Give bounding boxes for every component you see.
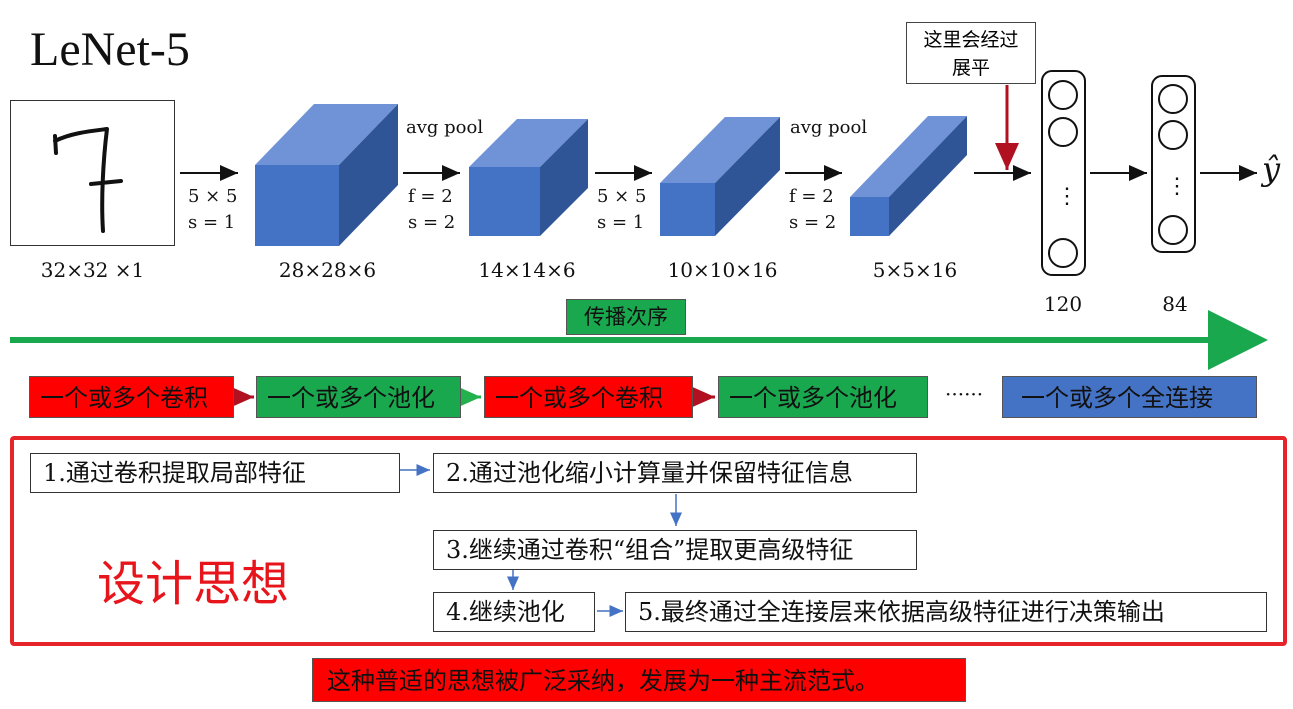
- op-2-filter: f = 2: [408, 186, 453, 207]
- feature-map-cube-3: [660, 117, 780, 236]
- op-1-kernel: 5 × 5: [188, 186, 238, 207]
- stage-ellipsis: ······: [945, 382, 984, 406]
- op-2-type: avg pool: [406, 117, 484, 138]
- flatten-note-line2: 展平: [951, 57, 990, 79]
- op-2-label: f = 2 s = 2: [408, 184, 455, 236]
- design-step-3: 3.继续通过卷积“组合”提取更高级特征: [433, 530, 917, 570]
- op-3-label: 5 × 5 s = 1: [597, 184, 646, 236]
- input-dims-label: 32×32 ×1: [40, 258, 145, 282]
- output-y-hat: ŷ: [1262, 150, 1281, 188]
- layer-3-dims: 10×10×16: [667, 258, 778, 282]
- feature-map-cube-4: [850, 116, 967, 236]
- op-1-stride: s = 1: [188, 212, 236, 233]
- fc2-size-label: 84: [1162, 292, 1188, 316]
- design-step-4: 4.继续池化: [433, 592, 595, 632]
- op-3-kernel: 5 × 5: [597, 186, 647, 207]
- op-2-stride: s = 2: [408, 212, 456, 233]
- stage-pool-1: 一个或多个池化: [256, 376, 461, 418]
- feature-map-cube-1: [255, 104, 398, 246]
- stage-conv-1: 一个或多个卷积: [29, 376, 234, 418]
- feature-map-cube-2: [469, 119, 588, 236]
- flatten-note: 这里会经过 展平: [906, 22, 1036, 84]
- stage-pool-2: 一个或多个池化: [718, 376, 928, 418]
- design-idea-heading: 设计思想: [97, 556, 290, 612]
- handwritten-digit-seven: [53, 127, 123, 233]
- layer-1-dims: 28×28×6: [278, 258, 377, 282]
- layer-4-dims: 5×5×16: [872, 258, 958, 282]
- diagram-title: LeNet-5: [30, 23, 190, 76]
- flatten-note-line1: 这里会经过: [923, 29, 1019, 51]
- conclusion-banner: 这种普适的思想被广泛采纳，发展为一种主流范式。: [312, 658, 966, 702]
- fc1-ellipsis: ⋮: [1056, 184, 1078, 209]
- layer-2-dims: 14×14×6: [478, 258, 576, 282]
- stage-fc: 一个或多个全连接: [1002, 376, 1257, 418]
- design-step-5: 5.最终通过全连接层来依据高级特征进行决策输出: [625, 592, 1267, 632]
- op-1-label: 5 × 5 s = 1: [188, 184, 237, 236]
- op-4-label: f = 2 s = 2: [789, 184, 836, 236]
- fc2-ellipsis: ⋮: [1166, 174, 1188, 199]
- op-4-type: avg pool: [790, 117, 868, 138]
- op-4-filter: f = 2: [789, 186, 834, 207]
- fc-layer-84: [1151, 75, 1196, 253]
- design-step-1: 1.通过卷积提取局部特征: [30, 453, 400, 493]
- input-image: [10, 100, 175, 246]
- propagation-order-label: 传播次序: [566, 299, 686, 335]
- stage-conv-2: 一个或多个卷积: [484, 376, 693, 418]
- fc-layer-120: [1041, 70, 1086, 276]
- design-step-2: 2.通过池化缩小计算量并保留特征信息: [433, 453, 917, 493]
- fc1-size-label: 120: [1043, 292, 1083, 316]
- design-idea-frame: [10, 436, 1287, 646]
- op-4-stride: s = 2: [789, 212, 837, 233]
- op-3-stride: s = 1: [597, 212, 645, 233]
